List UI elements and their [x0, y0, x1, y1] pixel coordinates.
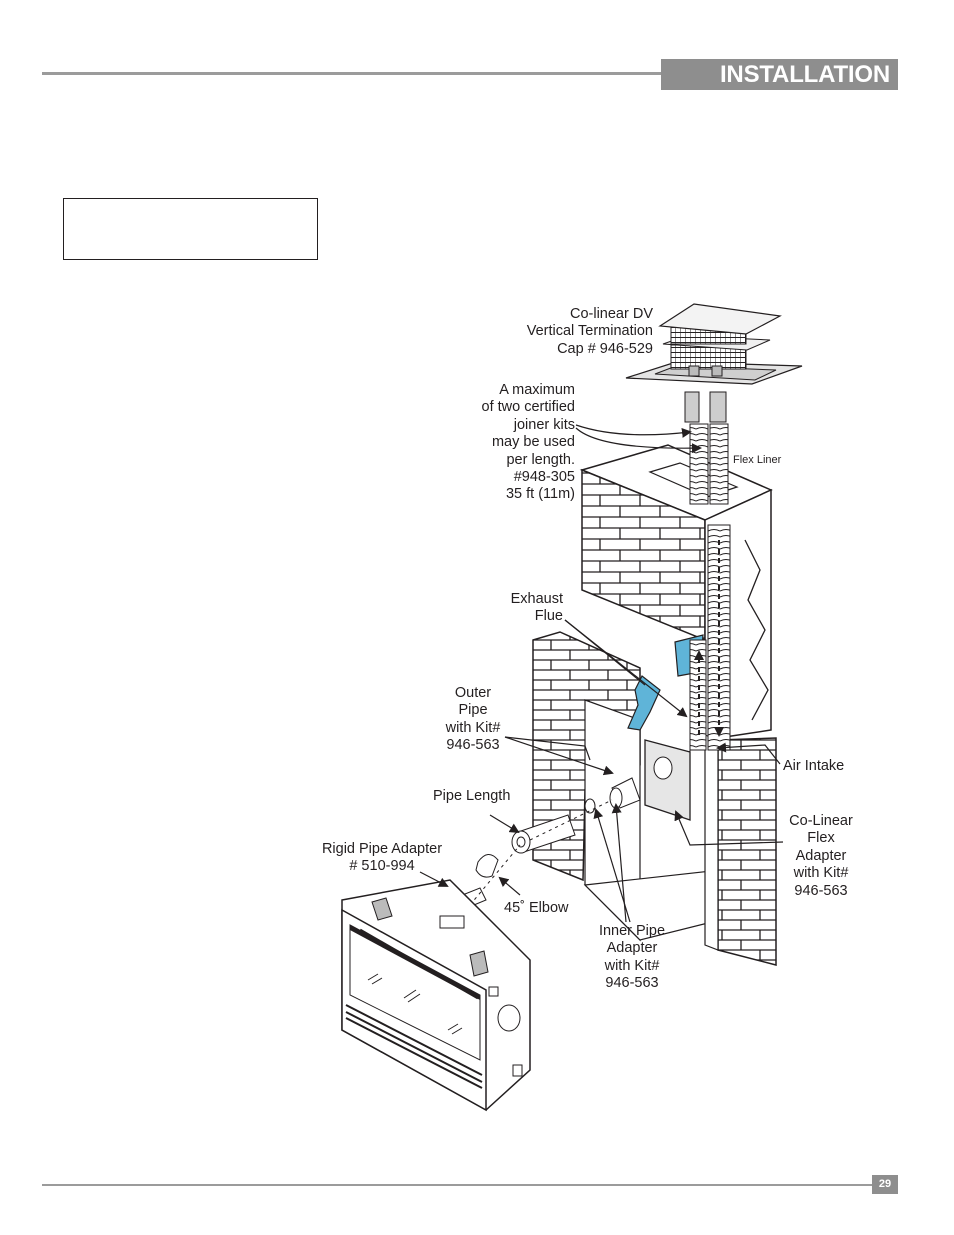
label-rigid-pipe-adapter: Rigid Pipe Adapter # 510-994: [321, 841, 443, 875]
fireplace-unit: [341, 879, 531, 1112]
label-pipe-length: Pipe Length: [433, 788, 511, 804]
termination-cap: [625, 303, 803, 423]
leader-lines: [419, 424, 784, 923]
pipe-assembly: [454, 739, 691, 911]
header-rule: [42, 72, 662, 75]
section-title: INSTALLATION: [661, 59, 898, 90]
label-45-elbow: 45˚ Elbow: [504, 900, 569, 916]
label-flex-liner: Flex Liner: [733, 454, 782, 466]
label-air-intake: Air Intake: [783, 758, 845, 774]
page-number: 29: [872, 1175, 898, 1194]
label-outer-pipe: Outer Pipe with Kit# 946-563: [445, 685, 501, 754]
label-exhaust-flue: Exhaust Flue: [510, 591, 563, 625]
label-termination-cap: Co-linear DV Vertical Termination Cap # …: [526, 306, 653, 357]
note-box: [63, 198, 318, 260]
label-co-linear-adapter: Co-Linear Flex Adapter with Kit# 946-563: [789, 813, 853, 899]
footer-rule: [42, 1184, 874, 1186]
label-joiner-kits: A maximum of two certified joiner kits m…: [481, 382, 576, 503]
label-inner-pipe-adapter: Inner Pipe Adapter with Kit# 946-563: [598, 923, 666, 992]
